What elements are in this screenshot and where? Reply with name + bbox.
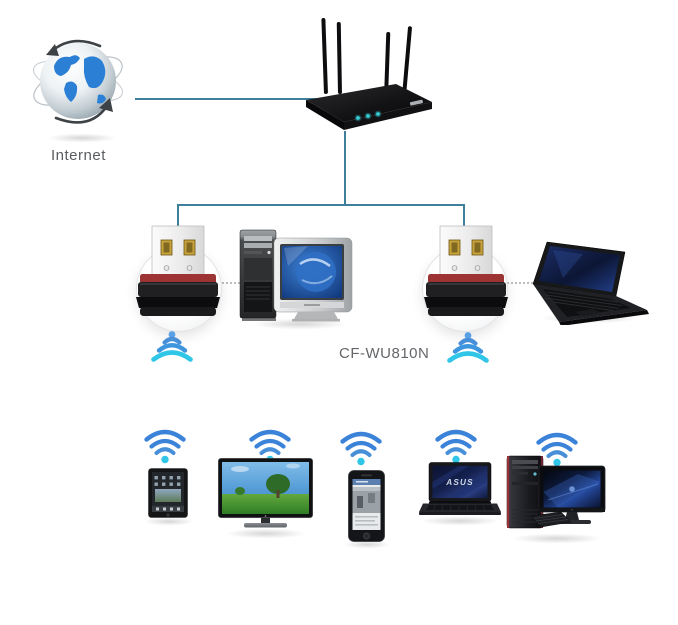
workstation-tower bbox=[506, 455, 544, 529]
wifi-signal-icon bbox=[340, 431, 382, 466]
tablet-shadow bbox=[142, 517, 196, 526]
usb-connector bbox=[439, 225, 493, 281]
wifi-signal-icon bbox=[447, 332, 489, 363]
router-icon bbox=[306, 18, 432, 130]
workstation-monitor bbox=[538, 465, 606, 524]
globe-shadow bbox=[44, 133, 120, 143]
wifi-signal-icon bbox=[435, 429, 477, 464]
laptop-icon: ASUS bbox=[419, 462, 501, 515]
desktop-computer-icon bbox=[506, 455, 606, 529]
router-logo bbox=[409, 99, 423, 106]
router-antennas bbox=[321, 18, 412, 99]
line-split-horizontal bbox=[177, 204, 465, 206]
pc-tower bbox=[239, 229, 277, 321]
wifi-signal-icon bbox=[249, 429, 291, 464]
workstation-keyboard bbox=[530, 511, 572, 528]
workstation-shadow bbox=[508, 533, 606, 544]
wifi-signal-icon bbox=[536, 432, 578, 467]
line-internet-to-router bbox=[135, 98, 321, 100]
adapter-body bbox=[136, 274, 220, 316]
adapter-body bbox=[424, 274, 508, 316]
usb-connector bbox=[151, 225, 205, 281]
tv-icon bbox=[218, 458, 313, 528]
usb-wifi-adapter-icon bbox=[424, 225, 508, 316]
dotted-link-adapter-desktop bbox=[215, 282, 251, 284]
line-drop-right-adapter bbox=[463, 204, 465, 228]
desktop-computer-icon bbox=[239, 229, 353, 322]
laptop-icon bbox=[532, 241, 649, 325]
tablet-icon bbox=[148, 468, 188, 518]
line-router-down bbox=[344, 131, 346, 205]
wifi-signal-icon bbox=[151, 331, 193, 362]
client-laptop-shadow bbox=[417, 516, 503, 526]
adapter-model-label: CF-WU810N bbox=[339, 345, 430, 362]
globe-icon bbox=[33, 39, 123, 124]
smartphone-icon bbox=[348, 470, 385, 542]
tv-shadow bbox=[222, 528, 310, 539]
usb-wifi-adapter-icon bbox=[136, 225, 220, 316]
pc-monitor bbox=[273, 237, 353, 322]
router-leds bbox=[354, 110, 382, 122]
wifi-signal-icon bbox=[144, 429, 186, 464]
smartphone-shadow bbox=[342, 540, 392, 549]
internet-label: Internet bbox=[51, 147, 106, 164]
dotted-link-adapter-laptop bbox=[503, 282, 545, 284]
line-drop-left-adapter bbox=[177, 204, 179, 226]
client-laptop-brand: ASUS bbox=[445, 478, 474, 487]
